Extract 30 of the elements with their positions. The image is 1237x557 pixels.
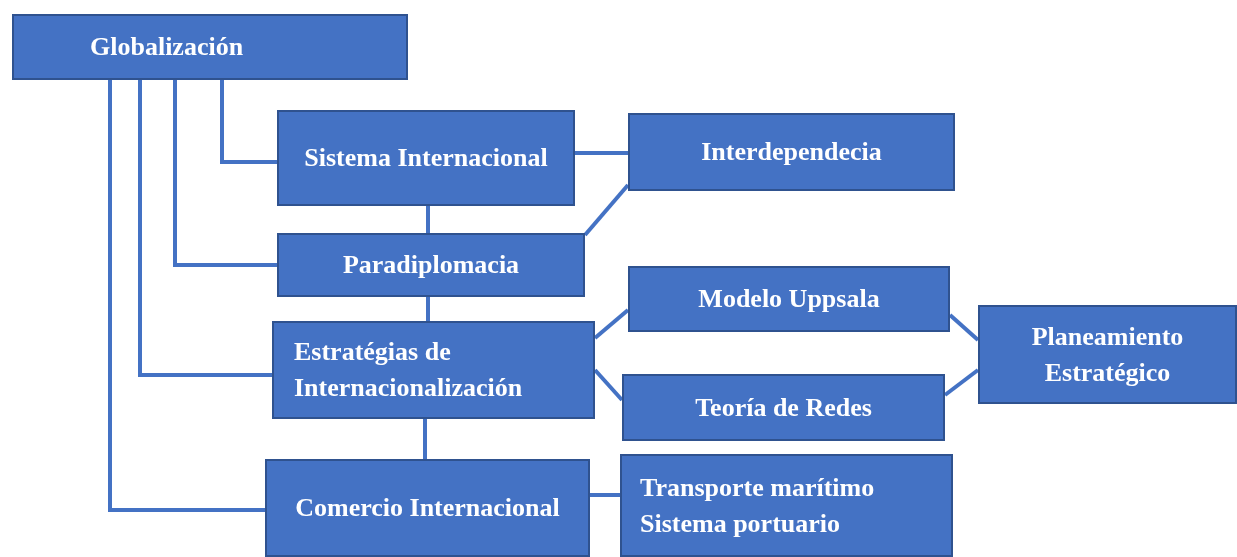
connector-line	[426, 206, 430, 233]
concept-box	[628, 266, 950, 332]
concept-label: Comercio Internacional	[295, 492, 560, 524]
connector-line	[108, 80, 265, 512]
connector-line	[590, 493, 620, 497]
concept-label: Transporte marítimo Sistema portuario	[640, 471, 876, 540]
concept-box	[277, 233, 585, 297]
concept-box	[620, 454, 953, 557]
concept-box	[272, 321, 595, 419]
concept-label: Paradiplomacia	[342, 249, 520, 281]
concept-box	[12, 14, 408, 80]
concept-label: Sistema Internacional	[304, 142, 548, 174]
connector-line	[423, 419, 427, 459]
concept-label: Teoría de Redes	[695, 391, 872, 424]
concept-box	[628, 113, 955, 191]
connector-line	[426, 297, 430, 321]
concept-label: Interdependecia	[701, 136, 882, 168]
connector-line	[220, 80, 277, 164]
concept-label: Planeamiento Estratégico	[1030, 320, 1185, 389]
concept-label: Modelo Uppsala	[698, 283, 880, 315]
concept-box	[265, 459, 590, 557]
concept-box	[978, 305, 1237, 404]
connector-line	[575, 151, 628, 155]
concept-label: Globalización	[90, 31, 244, 63]
concept-box	[622, 374, 945, 441]
concept-label: Estratégias de Internacionalización	[294, 336, 524, 404]
connector-line	[173, 80, 277, 267]
concept-box	[277, 110, 575, 206]
connector-line	[138, 80, 272, 377]
connector-line	[583, 183, 630, 237]
